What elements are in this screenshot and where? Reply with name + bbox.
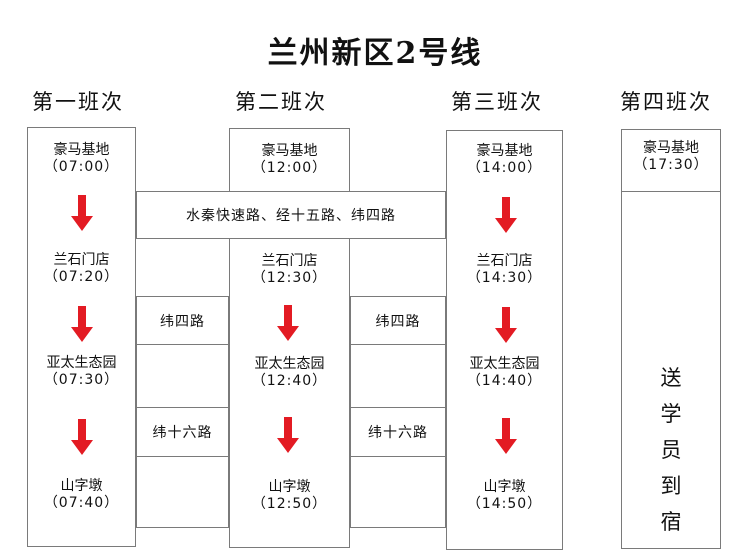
- stop-name: 豪马基地: [643, 140, 699, 156]
- note-char: 宿: [660, 510, 682, 534]
- shift-3-stop-1: 豪马基地 （14:00）: [446, 143, 563, 177]
- down-arrow-icon: [277, 305, 299, 341]
- shift-2-header: 第二班次: [235, 90, 327, 114]
- stop-time: （07:20）: [43, 269, 120, 285]
- road-left-1-label: 纬四路: [160, 313, 205, 330]
- shift-2-stop-3: 亚太生态园 （12:40）: [229, 356, 350, 390]
- page-title: 兰州新区2号线: [267, 36, 483, 71]
- stop-name: 兰石门店: [53, 252, 110, 268]
- shift-3-stop-3: 亚太生态园 （14:40）: [446, 356, 563, 390]
- stop-time: （12:50）: [251, 496, 328, 512]
- road-main-label: 水秦快速路、经十五路、纬四路: [186, 208, 396, 224]
- shift-2-stop-4: 山字墩 （12:50）: [229, 479, 350, 513]
- shift-1-stop-1: 豪马基地 （07:00）: [27, 142, 136, 176]
- shift-1-stop-3: 亚太生态园 （07:30）: [27, 355, 136, 389]
- down-arrow-icon: [71, 306, 93, 342]
- road-left-gap-2: [136, 456, 229, 528]
- stop-time: （07:40）: [43, 495, 120, 511]
- road-left-2-label: 纬十六路: [152, 425, 213, 441]
- down-arrow-icon: [495, 197, 517, 233]
- note-char: 学: [660, 402, 682, 426]
- road-left-2-box: 纬十六路: [136, 407, 229, 457]
- stop-time: （14:30）: [466, 270, 543, 286]
- road-left-1-box: 纬四路: [136, 296, 229, 345]
- road-right-gap-1: [350, 344, 446, 408]
- shift-4-divider: [621, 191, 721, 192]
- stop-name: 豪马基地: [53, 142, 110, 158]
- stop-name: 亚太生态园: [254, 356, 325, 372]
- down-arrow-icon: [277, 417, 299, 453]
- road-right-2-box: 纬十六路: [350, 407, 446, 457]
- shift-1-header: 第一班次: [32, 90, 124, 114]
- stop-name: 亚太生态园: [469, 356, 540, 372]
- stop-time: （14:50）: [466, 496, 543, 512]
- road-right-gap-2: [350, 456, 446, 528]
- road-right-1-label: 纬四路: [375, 313, 421, 330]
- shift-4-header: 第四班次: [620, 90, 712, 114]
- shift-2-stop-2: 兰石门店 （12:30）: [229, 253, 350, 287]
- note-char: 到: [660, 474, 682, 498]
- shift-1-stop-2: 兰石门店 （07:20）: [27, 252, 136, 286]
- shift-4-column: [621, 129, 721, 549]
- stop-name: 豪马基地: [476, 143, 533, 159]
- down-arrow-icon: [495, 418, 517, 454]
- note-char: 送: [660, 366, 682, 390]
- stop-time: （17:30）: [633, 157, 709, 173]
- shift-3-header: 第三班次: [451, 90, 543, 114]
- road-left-gap-1: [136, 344, 229, 408]
- stop-time: （07:30）: [43, 372, 120, 388]
- stop-name: 山字墩: [268, 479, 311, 495]
- shift-4-note: 送 学 员 到 宿: [621, 360, 721, 540]
- note-char: 员: [660, 438, 682, 462]
- shift-3-stop-4: 山字墩 （14:50）: [446, 479, 563, 513]
- stop-time: （12:00）: [251, 160, 328, 176]
- stop-time: （14:40）: [466, 373, 543, 389]
- stop-name: 豪马基地: [261, 143, 318, 159]
- shift-1-stop-4: 山字墩 （07:40）: [27, 478, 136, 512]
- down-arrow-icon: [71, 419, 93, 455]
- down-arrow-icon: [495, 307, 517, 343]
- stop-name: 亚太生态园: [46, 355, 117, 371]
- stop-time: （07:00）: [43, 159, 120, 175]
- stop-time: （14:00）: [466, 160, 543, 176]
- road-main-box: 水秦快速路、经十五路、纬四路: [136, 191, 446, 239]
- shift-4-stop-1: 豪马基地 （17:30）: [621, 140, 721, 174]
- stop-time: （12:40）: [251, 373, 328, 389]
- stop-name: 兰石门店: [476, 253, 533, 269]
- shift-3-stop-2: 兰石门店 （14:30）: [446, 253, 563, 287]
- down-arrow-icon: [71, 195, 93, 231]
- stop-name: 山字墩: [483, 479, 526, 495]
- stop-time: （12:30）: [251, 270, 328, 286]
- stop-name: 山字墩: [60, 478, 103, 494]
- shift-2-stop-1: 豪马基地 （12:00）: [229, 143, 350, 177]
- road-right-2-label: 纬十六路: [368, 425, 428, 441]
- stop-name: 兰石门店: [261, 253, 318, 269]
- road-right-1-box: 纬四路: [350, 296, 446, 345]
